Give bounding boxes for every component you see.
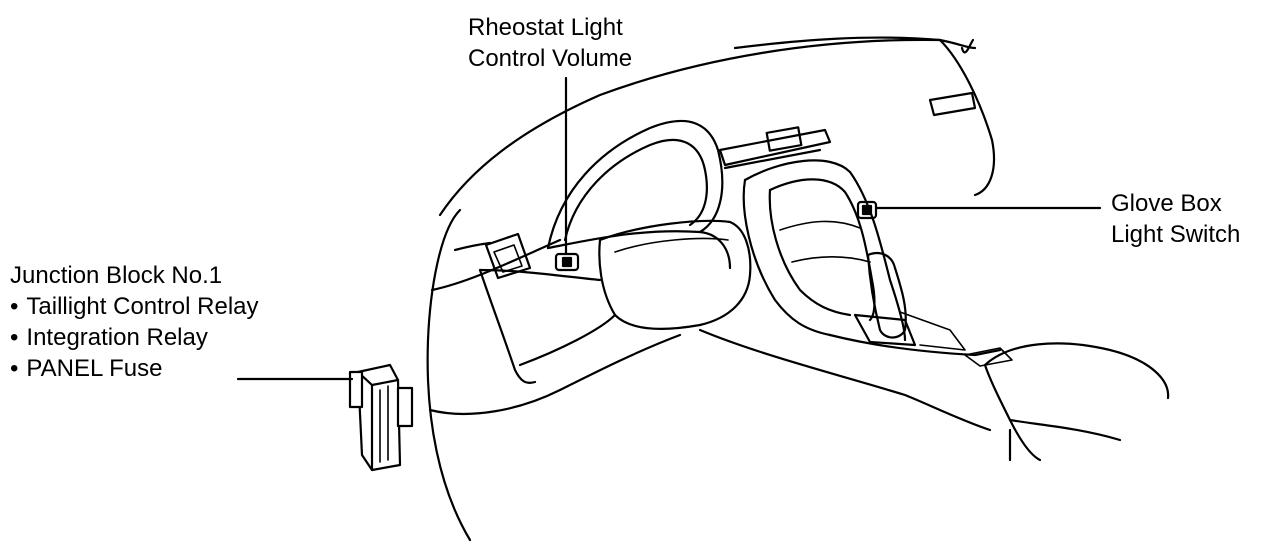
console-armrest-front	[983, 363, 1042, 462]
lower-dash-left	[453, 241, 492, 252]
glove-box-label: Glove Box Light Switch	[1111, 188, 1240, 250]
rheostat-label-line1: Rheostat Light	[468, 14, 623, 41]
dash-vent-box	[765, 126, 803, 152]
glove-box-label-line1: Glove Box	[1111, 190, 1222, 217]
junction-block-title: Junction Block No.1	[10, 262, 223, 289]
windshield-pillar	[960, 38, 975, 54]
windshield-line	[733, 36, 942, 50]
rheostat-label: Rheostat Light Control Volume	[468, 12, 632, 74]
steering-column-front	[598, 238, 617, 317]
side-vent	[484, 232, 532, 280]
center-stack-inner-left	[768, 188, 852, 317]
junction-block-item: PANEL Fuse	[10, 353, 259, 384]
dash-top-edge	[438, 38, 977, 217]
rheostat-switch-knob	[561, 256, 573, 268]
knee-panel-top	[478, 268, 602, 282]
cluster-hood-inner	[563, 138, 708, 242]
glovebox-handle	[928, 91, 977, 117]
console-strip	[964, 347, 1013, 367]
glove-box-switch	[856, 200, 878, 220]
door-inner-edge	[430, 238, 562, 292]
side-vent-inner	[493, 244, 523, 273]
center-stack-outer	[743, 159, 907, 342]
console-side	[698, 328, 992, 432]
junction-block-item: Taillight Control Relay	[10, 291, 258, 322]
cluster-hood-outer	[546, 119, 724, 250]
dash-vent-strip-2	[723, 148, 822, 170]
door-edge	[426, 208, 472, 542]
center-stack-panel-line	[779, 220, 861, 231]
junction-block-label: Junction Block No.1 Taillight Control Re…	[10, 260, 259, 384]
knee-panel-left	[478, 268, 537, 384]
junction-block-ridge	[379, 385, 389, 463]
junction-block-item: Integration Relay	[10, 322, 259, 353]
console-armrest	[983, 342, 1170, 400]
console-floor-edge	[1008, 418, 1122, 442]
steering-column-inner	[614, 237, 729, 253]
center-stack-inner	[768, 178, 876, 322]
console-gate-2	[899, 311, 966, 351]
cluster-lower	[546, 230, 732, 270]
steering-column-top	[598, 219, 752, 330]
junction-block-body	[356, 363, 402, 472]
glove-box-switch-knob	[861, 204, 873, 216]
center-stack-left	[742, 178, 832, 337]
steering-column-base	[518, 313, 617, 367]
console-gate	[853, 313, 917, 347]
dash-vent-strip	[718, 128, 832, 167]
shift-lever	[866, 251, 907, 339]
junction-block-right-tab	[396, 386, 414, 428]
dash-right-top	[938, 38, 996, 197]
center-stack-panel-line-2	[791, 256, 871, 263]
lower-dash-curve	[428, 333, 682, 416]
glove-box-label-line2: Light Switch	[1111, 221, 1241, 248]
rheostat-label-line2: Control Volume	[468, 45, 633, 72]
junction-block-front	[370, 378, 400, 472]
junction-block-left-tab	[348, 370, 364, 409]
